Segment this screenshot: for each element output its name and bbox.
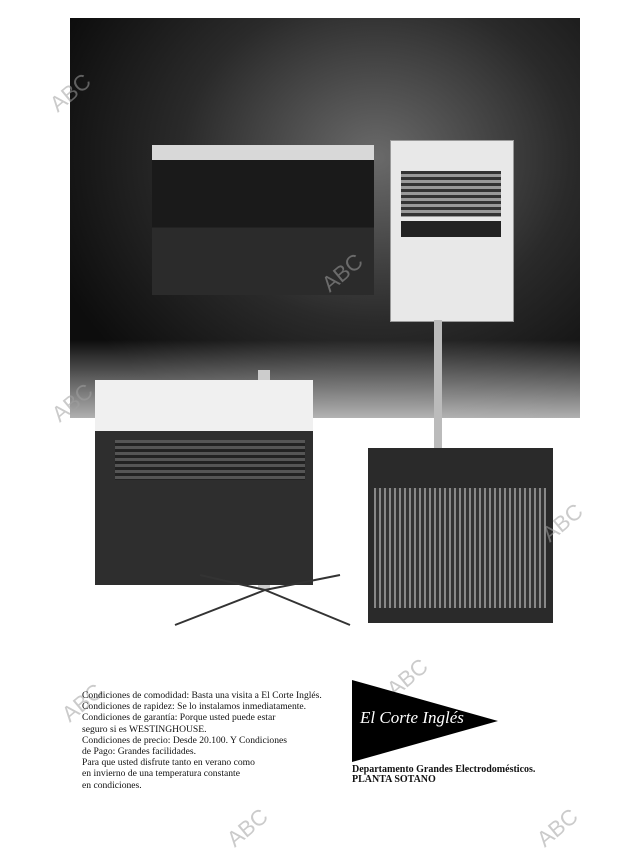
- watermark: ABC: [531, 803, 583, 850]
- stand-base: [174, 574, 351, 626]
- copy-line: Para que usted disfrute tanto en verano …: [82, 757, 255, 769]
- copy-line: en condiciones.: [82, 779, 142, 791]
- department-name: Departamento Grandes Electrodomésticos.: [352, 764, 536, 775]
- copy-line: Condiciones de precio: Desde 20.100. Y C…: [82, 734, 287, 746]
- copy-line: Condiciones de rapidez: Se lo instalamos…: [82, 701, 307, 713]
- el-corte-ingles-logo: [352, 680, 498, 762]
- ad-copy: Condiciones de comodidad: Basta una visi…: [82, 690, 352, 791]
- copy-line: de Pago: Grandes facilidades.: [82, 746, 197, 758]
- copy-line: en invierno de una temperatura constante: [82, 768, 240, 780]
- copy-line: Condiciones de garantía: Porque usted pu…: [82, 712, 276, 724]
- department-info: Departamento Grandes Electrodomésticos. …: [352, 765, 535, 785]
- display-stand: [434, 320, 442, 450]
- copy-line: Condiciones de comodidad: Basta una visi…: [82, 690, 322, 701]
- copy-line: seguro si es WESTINGHOUSE.: [82, 723, 207, 735]
- air-conditioner-bottom-right: [368, 448, 553, 623]
- air-conditioner-bottom-left: [95, 380, 313, 585]
- logo-wordmark: El Corte Inglés: [360, 708, 464, 727]
- department-floor: PLANTA SOTANO: [352, 774, 436, 785]
- air-conditioner-top-left: [152, 145, 374, 295]
- air-conditioner-top-right: [390, 140, 514, 322]
- watermark: ABC: [221, 803, 273, 850]
